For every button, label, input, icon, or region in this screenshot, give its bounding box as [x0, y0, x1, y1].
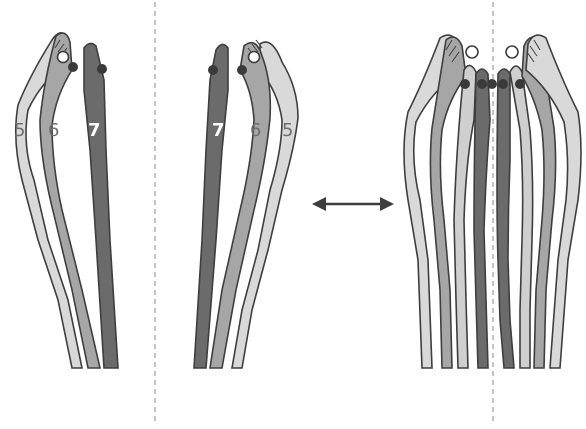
left-joint-dot-1: [68, 62, 78, 72]
right-joint-dot-1: [460, 79, 470, 89]
arrow-head-left: [312, 197, 326, 211]
middle-joint-open: [249, 52, 260, 63]
right-joint-dot-3: [487, 79, 497, 89]
middle-label-7: 7: [212, 120, 225, 141]
right-left-strip-7: [474, 69, 490, 368]
left-joint-open: [58, 52, 69, 63]
middle-joint-dot-2: [208, 65, 218, 75]
middle-label-6: 6: [250, 120, 261, 141]
right-joint-dot-5: [515, 79, 525, 89]
left-label-7: 7: [88, 120, 101, 141]
right-right-strip-7: [497, 69, 514, 368]
arrow-head-right: [380, 197, 394, 211]
right-left-strip-6b: [454, 65, 476, 368]
left-label-6: 6: [48, 120, 59, 141]
right-joint-dot-4: [498, 79, 508, 89]
left-joint-dot-2: [97, 64, 107, 74]
middle-structure: 7 6 5: [194, 40, 298, 368]
right-joint-open-left: [466, 46, 478, 58]
right-joint-open-right: [506, 46, 518, 58]
double-arrow: [312, 197, 394, 211]
left-structure: 5 6 7: [14, 33, 118, 368]
right-right-strip-6b: [510, 66, 533, 368]
middle-joint-dot-1: [237, 65, 247, 75]
right-joint-dot-2: [477, 79, 487, 89]
middle-label-5: 5: [282, 120, 293, 141]
left-label-5: 5: [14, 120, 25, 141]
